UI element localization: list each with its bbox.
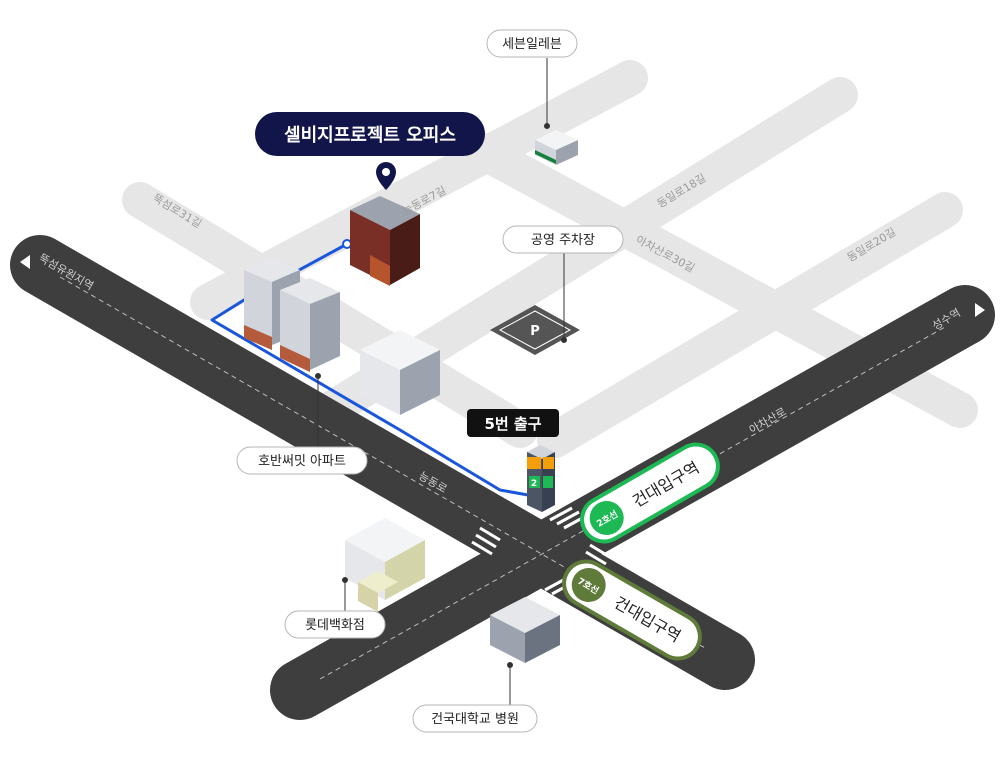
exit-label-text: 5번 출구	[484, 415, 541, 433]
street-dongil20	[537, 192, 963, 458]
line7-badge-icon	[571, 568, 606, 602]
label-hospital[interactable]: 건국대학교 병원	[412, 704, 538, 733]
svg-text:건국대학교 병원: 건국대학교 병원	[431, 712, 519, 727]
apartment-buildings	[244, 258, 340, 372]
lotte-building	[345, 518, 425, 612]
exit-label-box: 5번 출구	[467, 409, 559, 437]
road-achasan-centerline	[319, 326, 946, 680]
label-parking[interactable]: 공영 주차장	[502, 225, 624, 254]
exit-pillar	[527, 445, 555, 512]
label-seven-eleven[interactable]: 세븐일레븐	[486, 29, 578, 58]
svg-text:호반써밋 아파트: 호반써밋 아파트	[258, 454, 346, 469]
label-lotte[interactable]: 롯데백화점	[284, 610, 386, 639]
crosswalks	[471, 506, 611, 596]
leader-lines	[315, 58, 567, 705]
location-pin-icon	[376, 162, 396, 190]
seven-eleven-building	[535, 130, 578, 165]
office-title-text: 셀비지프로젝트 오피스	[284, 125, 456, 146]
route-start-dot	[342, 239, 352, 249]
line2-badge-icon	[589, 501, 624, 535]
label-apartment[interactable]: 호반써밋 아파트	[236, 446, 368, 475]
office-building[interactable]	[350, 196, 420, 286]
road-neungdong-centerline	[59, 276, 706, 649]
exit-number-label: 2	[531, 479, 537, 489]
svg-text:롯데백화점: 롯데백화점	[305, 618, 365, 633]
parking-lot	[490, 305, 580, 355]
arrow-right-icon	[975, 303, 985, 317]
hospital-building	[490, 597, 560, 663]
svg-text:공영 주차장: 공영 주차장	[531, 233, 595, 248]
parking-sign-label: P	[530, 324, 540, 339]
office-title-pill[interactable]: 셀비지프로젝트 오피스	[255, 112, 485, 156]
office-tower-white	[360, 330, 440, 415]
arrow-left-icon	[20, 255, 30, 269]
svg-text:세븐일레븐: 세븐일레븐	[502, 37, 562, 52]
